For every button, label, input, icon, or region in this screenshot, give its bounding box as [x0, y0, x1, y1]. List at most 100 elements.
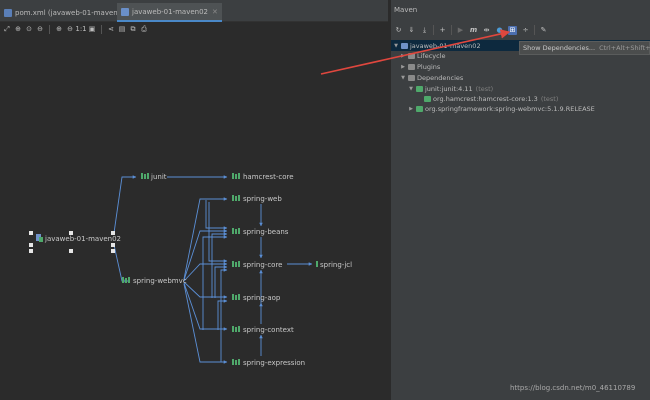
- edge-webmvc-expression: [183, 283, 228, 364]
- edge-webmvc-aop: [183, 281, 228, 299]
- library-icon: [232, 326, 240, 332]
- library-icon: [122, 277, 130, 283]
- library-icon: [141, 173, 149, 179]
- selection-handle: [29, 231, 33, 235]
- scope-label: (test): [475, 84, 494, 93]
- selection-handle: [111, 249, 115, 253]
- graph-node-root[interactable]: javaweb-01-maven02: [29, 231, 121, 253]
- graph-node-webmvc[interactable]: spring-webmvc: [122, 277, 187, 285]
- chevron-right-icon[interactable]: ▶: [401, 63, 405, 70]
- show-dependencies-tooltip: Show Dependencies... Ctrl+Alt+Shift+U: [519, 41, 650, 55]
- diagram-icon: [121, 7, 129, 16]
- skip-tests-icon[interactable]: ●: [496, 25, 503, 34]
- folder-icon: [408, 74, 415, 81]
- graph-node-core[interactable]: spring-core: [232, 261, 282, 269]
- close-icon[interactable]: ✕: [212, 7, 218, 16]
- plus-circle-icon[interactable]: ⊕: [56, 25, 62, 33]
- folder-icon: [408, 63, 415, 70]
- scope-label: (test): [540, 94, 559, 103]
- tree-item-hamcrest[interactable]: org.hamcrest:hamcrest-core:1.3 (test): [391, 93, 650, 104]
- edge-context-beans: [202, 235, 228, 330]
- copy-icon[interactable]: ⧉: [130, 25, 136, 33]
- graph-node-context[interactable]: spring-context: [232, 326, 294, 334]
- edge-web-beans: [205, 200, 228, 230]
- tab-pom-xml[interactable]: pom.xml (javaweb-01-maven02): [0, 3, 133, 22]
- edge-webmvc-core: [183, 262, 228, 282]
- add-icon[interactable]: +: [439, 25, 446, 34]
- reimport-icon[interactable]: ⇓: [408, 25, 415, 34]
- settings-icon[interactable]: ✎: [540, 25, 547, 34]
- diagram-toolbar: ⤢ ⊕ ⊙ ⊖ ⊕ ⊖ 1:1 ▣ ⋖ ▤ ⧉ ⎙: [0, 22, 388, 36]
- graph-node-jcl[interactable]: spring-jcl: [316, 261, 352, 269]
- run-icon[interactable]: ▶: [457, 25, 464, 34]
- watermark: https://blog.csdn.net/m0_46110789: [510, 384, 636, 392]
- minus-circle-icon[interactable]: ⊖: [67, 25, 73, 33]
- library-icon: [232, 261, 240, 267]
- save-icon[interactable]: ▤: [118, 25, 126, 33]
- export-icon[interactable]: ▣: [88, 25, 96, 33]
- graph-node-hamcrest[interactable]: hamcrest-core: [232, 173, 294, 181]
- tab-diagram[interactable]: javaweb-01-maven02 ✕: [117, 3, 222, 22]
- graph-node-beans[interactable]: spring-beans: [232, 228, 289, 236]
- refresh-icon[interactable]: ↻: [395, 25, 402, 34]
- library-icon: [232, 294, 240, 300]
- node-label-expression: spring-expression: [243, 359, 305, 367]
- tree-item-label: org.springframework:spring-webmvc:5.1.9.…: [425, 104, 595, 113]
- execute-goal-icon[interactable]: m: [469, 25, 478, 34]
- print-icon[interactable]: ⎙: [141, 25, 147, 33]
- tree-item-label: Lifecycle: [417, 51, 446, 60]
- zoom-in-icon[interactable]: ⊕: [15, 25, 21, 33]
- tree-item-dependencies[interactable]: ▼ Dependencies: [391, 72, 650, 83]
- node-label-webmvc: spring-webmvc: [133, 277, 187, 285]
- tree-item-label: Dependencies: [417, 73, 464, 82]
- folder-icon: [408, 52, 415, 59]
- one-to-one-icon[interactable]: 1:1: [75, 25, 87, 33]
- tab-diagram-label: javaweb-01-maven02: [132, 7, 209, 16]
- library-icon: [232, 228, 240, 234]
- tree-item-junit[interactable]: ▼ junit:junit:4.11 (test): [391, 83, 650, 94]
- edge-webmvc-beans: [183, 229, 228, 281]
- library-icon: [424, 95, 431, 102]
- tree-item-spring-webmvc[interactable]: ▶ org.springframework:spring-webmvc:5.1.…: [391, 103, 650, 114]
- fit-icon[interactable]: ⤢: [4, 25, 10, 33]
- chevron-down-icon[interactable]: ▼: [409, 85, 413, 92]
- module-icon: [36, 234, 43, 242]
- tree-item-label: junit:junit:4.11: [425, 84, 473, 93]
- selection-handle: [111, 231, 115, 235]
- download-icon[interactable]: ⤓: [422, 25, 427, 34]
- chevron-right-icon[interactable]: ▶: [401, 52, 405, 59]
- edge-root-webmvc: [113, 244, 129, 283]
- chevron-right-icon[interactable]: ▶: [409, 105, 413, 112]
- show-dependencies-icon[interactable]: ⊞: [508, 25, 517, 35]
- tree-item-label: org.hamcrest:hamcrest-core:1.3: [433, 94, 538, 103]
- zoom-out-icon[interactable]: ⊖: [37, 25, 43, 33]
- selection-handle: [69, 249, 73, 253]
- maven-tool-window: Maven ↻ ⇓ ⤓ + ▶ m ⇹ ● ⊞ ÷ ✎ ▼ javaweb-01…: [390, 0, 650, 400]
- node-label-jcl: spring-jcl: [320, 261, 352, 269]
- share-icon[interactable]: ⋖: [108, 25, 114, 33]
- node-label-aop: spring-aop: [243, 294, 281, 302]
- chevron-down-icon[interactable]: ▼: [401, 74, 405, 81]
- library-icon: [416, 85, 423, 92]
- root-label: javaweb-01-maven02: [44, 235, 121, 243]
- tree-item-label: Plugins: [417, 62, 441, 71]
- node-label-junit: junit: [150, 173, 167, 181]
- graph-node-expression[interactable]: spring-expression: [232, 359, 305, 367]
- graph-node-aop[interactable]: spring-aop: [232, 294, 281, 302]
- tooltip-shortcut: Ctrl+Alt+Shift+U: [599, 44, 650, 52]
- chevron-down-icon[interactable]: ▼: [394, 42, 398, 49]
- edge-web-core: [208, 202, 228, 263]
- actual-size-icon[interactable]: ⊙: [26, 25, 32, 33]
- editor-tab-bar: pom.xml (javaweb-01-maven02) javaweb-01-…: [0, 0, 388, 22]
- library-icon: [232, 195, 240, 201]
- library-icon: [416, 105, 423, 112]
- node-label-hamcrest: hamcrest-core: [243, 173, 294, 181]
- tree-item-plugins[interactable]: ▶ Plugins: [391, 61, 650, 72]
- diagram-editor: pom.xml (javaweb-01-maven02) javaweb-01-…: [0, 0, 388, 367]
- graph-node-web[interactable]: spring-web: [232, 195, 282, 203]
- graph-node-junit[interactable]: junit: [141, 173, 167, 181]
- toolbar-separator: [451, 25, 452, 35]
- toggle-offline-icon[interactable]: ⇹: [483, 25, 490, 34]
- collapse-all-icon[interactable]: ÷: [522, 25, 529, 34]
- node-label-web: spring-web: [243, 195, 282, 203]
